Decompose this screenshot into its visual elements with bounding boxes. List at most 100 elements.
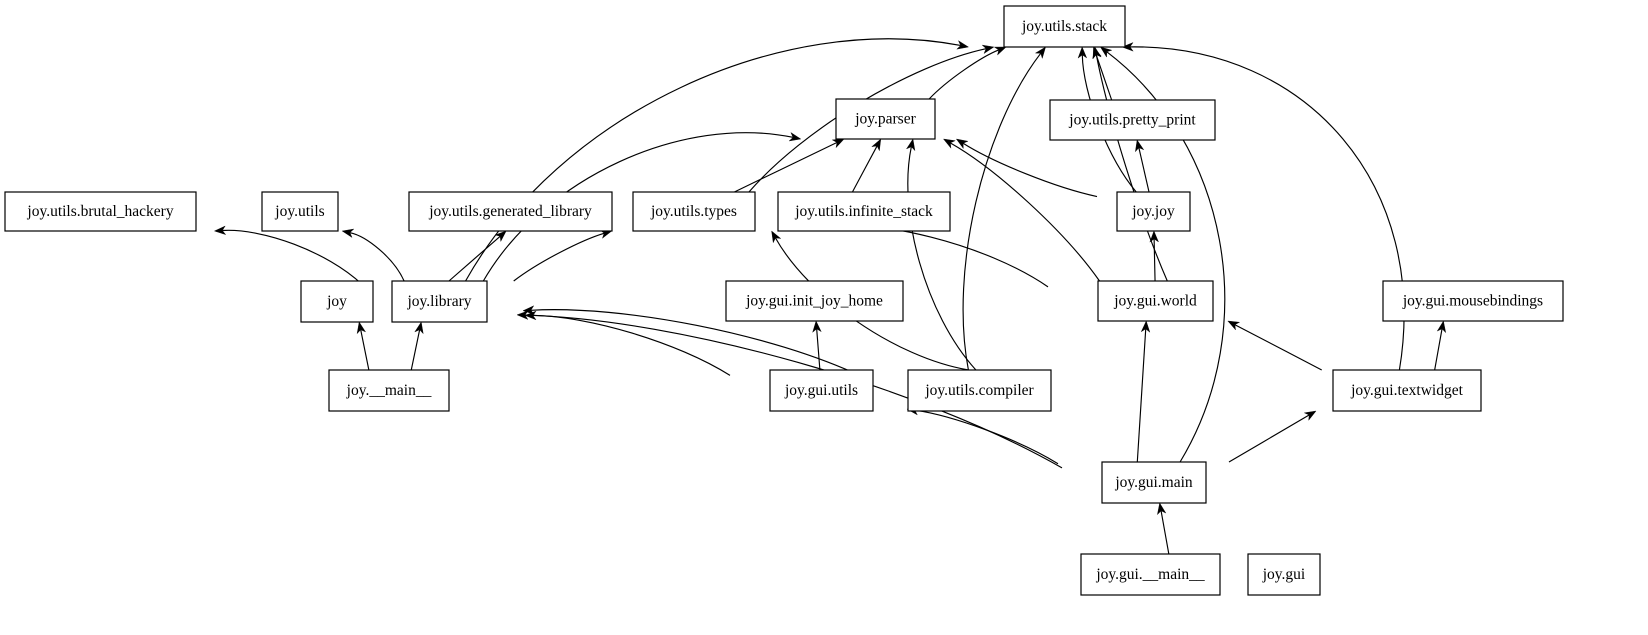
node-box[interactable] xyxy=(1003,5,1126,48)
edge-arrowhead xyxy=(1034,46,1046,60)
node-box[interactable] xyxy=(408,191,613,232)
graph-node-joy-utils-compiler[interactable]: joy.utils.compiler xyxy=(907,369,1052,412)
graph-edge xyxy=(1228,414,1310,463)
edge-arrowhead xyxy=(1157,502,1167,516)
edge-arrowhead xyxy=(1099,46,1113,58)
node-box[interactable] xyxy=(1080,553,1221,596)
node-label: joy.gui.main xyxy=(1114,474,1193,491)
graph-edge xyxy=(530,309,863,378)
node-label: joy.utils.generated_library xyxy=(428,203,592,220)
edge-arrowhead xyxy=(1149,230,1159,243)
graph-node-joy-utils-pretty-print[interactable]: joy.utils.pretty_print xyxy=(1049,99,1216,141)
edge-arrowhead xyxy=(1140,320,1151,333)
edge-arrowhead xyxy=(956,40,969,50)
graph-node-joy-parser[interactable]: joy.parser xyxy=(835,98,936,140)
graph-edge xyxy=(810,223,1049,288)
node-box[interactable] xyxy=(1097,280,1214,322)
node-box[interactable] xyxy=(835,98,936,140)
graph-node-joy-utils-stack[interactable]: joy.utils.stack xyxy=(1003,5,1126,48)
node-label: joy.utils.pretty_print xyxy=(1068,112,1196,129)
edge-arrowhead xyxy=(1121,42,1134,52)
node-box[interactable] xyxy=(1332,369,1482,412)
edge-arrowhead xyxy=(1135,139,1145,153)
graph-edge xyxy=(914,409,1059,465)
node-box[interactable] xyxy=(632,191,756,232)
node-label: joy.gui xyxy=(1262,566,1306,583)
node-box[interactable] xyxy=(1247,553,1321,596)
graph-edge xyxy=(1434,328,1443,371)
graph-node-joy-utils-brutal-hackery[interactable]: joy.utils.brutal_hackery xyxy=(4,191,197,232)
graph-edge xyxy=(448,235,501,282)
graph-node-joy-utils-types[interactable]: joy.utils.types xyxy=(632,191,756,232)
node-box[interactable] xyxy=(769,369,874,412)
edge-arrowhead xyxy=(1227,320,1241,331)
node-box[interactable] xyxy=(328,369,450,412)
edge-arrowhead xyxy=(812,320,822,333)
graph-node-joy---main--[interactable]: joy.__main__ xyxy=(328,369,450,412)
node-label: joy.gui.mousebindings xyxy=(1402,293,1543,310)
node-label: joy.gui.utils xyxy=(784,382,858,399)
edge-arrowhead xyxy=(1092,46,1102,60)
node-label: joy xyxy=(326,293,347,310)
graph-edge xyxy=(465,38,961,282)
graph-node-joy-gui-utils[interactable]: joy.gui.utils xyxy=(769,369,874,412)
graph-edge xyxy=(410,329,421,371)
graph-edge xyxy=(532,314,731,376)
graph-edge xyxy=(734,141,838,193)
edge-arrowhead xyxy=(516,310,529,320)
node-box[interactable] xyxy=(1101,461,1207,504)
graph-edge xyxy=(360,329,370,371)
node-label: joy.gui.textwidget xyxy=(1350,382,1463,399)
node-label: joy.library xyxy=(407,293,472,310)
graph-node-joy-library[interactable]: joy.library xyxy=(391,280,488,323)
graph-node-joy-gui-textwidget[interactable]: joy.gui.textwidget xyxy=(1332,369,1482,412)
edge-arrowhead xyxy=(871,138,882,152)
graph-node-joy-gui-world[interactable]: joy.gui.world xyxy=(1097,280,1214,322)
graph-edge xyxy=(222,229,363,285)
graph-edge xyxy=(349,232,405,282)
graph-node-joy-gui[interactable]: joy.gui xyxy=(1247,553,1321,596)
graph-edge xyxy=(1106,51,1226,463)
node-box[interactable] xyxy=(4,191,197,232)
graph-node-joy-gui-init-joy-home[interactable]: joy.gui.init_joy_home xyxy=(725,280,904,322)
edge-arrowhead xyxy=(341,228,355,238)
graph-edge xyxy=(513,232,605,282)
edge-layer xyxy=(213,38,1447,555)
node-box[interactable] xyxy=(725,280,904,322)
edge-arrowhead xyxy=(955,138,969,150)
node-box[interactable] xyxy=(261,191,339,232)
graph-node-joy-utils-infinite-stack[interactable]: joy.utils.infinite_stack xyxy=(777,191,951,232)
graph-edge xyxy=(524,314,1063,469)
node-box[interactable] xyxy=(1049,99,1216,141)
graph-node-joy[interactable]: joy xyxy=(300,280,374,323)
node-label: joy.gui.world xyxy=(1113,293,1197,310)
graph-node-joy-gui-mousebindings[interactable]: joy.gui.mousebindings xyxy=(1382,280,1564,322)
node-box[interactable] xyxy=(907,369,1052,412)
node-box[interactable] xyxy=(1116,191,1191,232)
node-box[interactable] xyxy=(391,280,488,323)
edge-arrowhead xyxy=(414,321,424,335)
edge-arrowhead xyxy=(993,46,1007,56)
graph-node-joy-joy[interactable]: joy.joy xyxy=(1116,191,1191,232)
graph-node-joy-utils[interactable]: joy.utils xyxy=(261,191,339,232)
graph-node-joy-utils-generated-library[interactable]: joy.utils.generated_library xyxy=(408,191,613,232)
graph-node-joy-gui-main[interactable]: joy.gui.main xyxy=(1101,461,1207,504)
node-box[interactable] xyxy=(777,191,951,232)
node-label: joy.gui.__main__ xyxy=(1095,566,1205,583)
edge-arrowhead xyxy=(494,230,507,243)
graph-node-joy-gui---main--[interactable]: joy.gui.__main__ xyxy=(1080,553,1221,596)
node-label: joy.parser xyxy=(854,111,916,128)
node-label: joy.__main__ xyxy=(346,382,432,399)
graph-edge xyxy=(1153,238,1156,282)
node-label: joy.utils.stack xyxy=(1021,18,1107,35)
graph-edge xyxy=(1138,147,1150,193)
graph-edge xyxy=(928,49,999,100)
node-box[interactable] xyxy=(1382,280,1564,322)
node-layer: joy.utils.stack joy.parser joy.utils.prett… xyxy=(4,5,1564,596)
edge-arrowhead xyxy=(788,132,802,142)
node-box[interactable] xyxy=(300,280,374,323)
edge-arrowhead xyxy=(943,138,956,149)
edge-arrowhead xyxy=(1303,410,1317,421)
